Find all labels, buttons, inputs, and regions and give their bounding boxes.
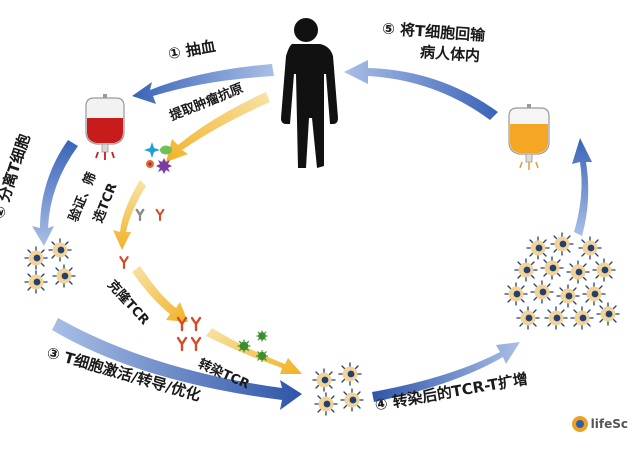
expanded-tcells-icon [504, 232, 620, 330]
logo-icon [571, 416, 588, 432]
tcr-candidates-icon [135, 208, 165, 222]
transduced-tcells-icon [312, 362, 364, 416]
blood-bag-icon [85, 94, 125, 160]
arrow-extract-antigen [166, 92, 270, 162]
arrow-expansion [372, 342, 520, 402]
brand-logo: lifeSc [571, 416, 628, 432]
arrow-transfect [206, 328, 302, 374]
logo-text: lifeSc [590, 417, 628, 431]
tumor-antigen-icon [144, 142, 172, 174]
patient-silhouette-icon [281, 18, 338, 168]
arrow-verify-select [113, 180, 146, 250]
arrow-to-bag [572, 138, 592, 236]
arrow-separate-tcells [32, 140, 78, 246]
tcr-clones-icon [176, 316, 202, 352]
tcr-selected-icon [119, 256, 129, 270]
arrow-activation [52, 318, 302, 410]
arrow-clone [132, 266, 188, 322]
arrow-blood-draw [132, 64, 274, 104]
viral-vector-icon [237, 329, 269, 363]
separated-tcells-icon [24, 238, 76, 294]
infusion-bag-icon [508, 104, 550, 170]
arrow-reinfuse [344, 60, 498, 120]
